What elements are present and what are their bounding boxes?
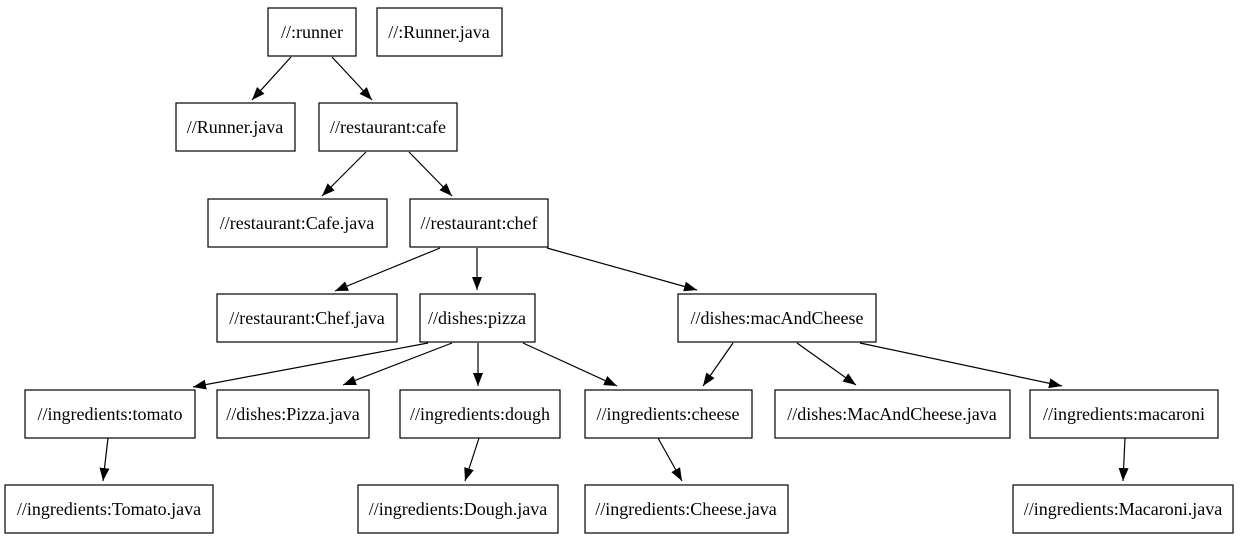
node-mac-and-cheese-box [677,293,877,343]
node-mac-and-cheese: //dishes:macAndCheese [677,293,877,343]
node-cheese: //ingredients:cheese [584,389,753,439]
edge-pizza-to-pizza-java [342,342,453,386]
node-runner-java-box [175,102,296,152]
edge-mac-and-cheese-to-macaroni [859,342,1063,389]
node-dough-label: //ingredients:dough [410,404,550,424]
edge-chef-to-chef-java [334,247,441,292]
node-cheese-java-label: //ingredients:Cheese.java [595,499,776,519]
node-cheese-label: //ingredients:cheese [597,404,740,424]
edge-macaroni-to-macaroni-java [1118,437,1129,482]
node-cheese-box [584,389,753,439]
node-runner-java: //Runner.java [175,102,296,152]
edge-tomato-to-tomato-java [99,437,110,482]
node-dough-box [399,389,561,439]
edge-runner-to-runner-java [251,56,292,101]
node-macaroni-java-box [1012,484,1234,534]
node-tomato-java-label: //ingredients:Tomato.java [17,499,201,519]
node-pizza-label: //dishes:pizza [428,308,526,328]
edge-mac-and-cheese-to-cheese [702,342,734,387]
node-cheese-java: //ingredients:Cheese.java [584,484,789,534]
node-cafe-java: //restaurant:Cafe.java [207,198,388,248]
node-chef: //restaurant:chef [409,198,549,248]
edge-cafe-to-cafe-java [321,151,367,197]
node-pizza-box [419,293,536,343]
edge-cafe-to-chef [408,151,453,197]
node-runner-box [267,7,357,57]
node-mac-and-cheese-label: //dishes:macAndCheese [691,308,864,328]
node-tomato-java: //ingredients:Tomato.java [4,484,214,534]
node-tomato-java-box [4,484,214,534]
node-chef-label: //restaurant:chef [421,213,538,233]
node-pizza-java-box [216,389,370,439]
node-runner-java-root-label: //:Runner.java [388,22,489,42]
edge-cheese-to-cheese-java [657,437,683,482]
node-macaroni-label: //ingredients:macaroni [1043,404,1205,424]
node-runner: //:runner [267,7,357,57]
node-cafe-java-label: //restaurant:Cafe.java [220,213,374,233]
node-tomato-label: //ingredients:tomato [38,404,183,424]
node-cheese-java-box [584,484,789,534]
node-cafe-box [318,102,458,152]
node-chef-java-label: //restaurant:Chef.java [229,308,384,328]
edges [99,56,1129,482]
node-dough: //ingredients:dough [399,389,561,439]
node-macaroni: //ingredients:macaroni [1029,389,1219,439]
edge-dough-to-dough-java [464,437,480,482]
edge-pizza-to-tomato [192,342,429,390]
node-macaroni-java-label: //ingredients:Macaroni.java [1024,499,1222,519]
node-chef-box [409,198,549,248]
node-chef-java: //restaurant:Chef.java [216,293,398,343]
node-cafe: //restaurant:cafe [318,102,458,152]
node-mac-and-cheese-java-box [774,389,1011,439]
node-cafe-label: //restaurant:cafe [330,117,446,137]
edge-runner-to-cafe [331,56,373,101]
node-cafe-java-box [207,198,388,248]
node-pizza-java-label: //dishes:Pizza.java [226,404,359,424]
node-dough-java-label: //ingredients:Dough.java [369,499,547,519]
edge-mac-and-cheese-to-mac-and-cheese-java [796,342,857,386]
node-chef-java-box [216,293,398,343]
node-mac-and-cheese-java-label: //dishes:MacAndCheese.java [787,404,996,424]
edge-chef-to-mac-and-cheese [546,247,698,292]
node-tomato-box [24,389,196,439]
node-pizza: //dishes:pizza [419,293,536,343]
node-runner-label: //:runner [281,22,343,42]
node-mac-and-cheese-java: //dishes:MacAndCheese.java [774,389,1011,439]
node-tomato: //ingredients:tomato [24,389,196,439]
node-runner-java-root-box [376,7,503,57]
node-dough-java: //ingredients:Dough.java [357,484,559,534]
node-dough-java-box [357,484,559,534]
node-macaroni-box [1029,389,1219,439]
node-pizza-java: //dishes:Pizza.java [216,389,370,439]
node-runner-java-label: //Runner.java [187,117,283,137]
node-runner-java-root: //:Runner.java [376,7,503,57]
edge-pizza-to-cheese [522,342,618,387]
node-macaroni-java: //ingredients:Macaroni.java [1012,484,1234,534]
